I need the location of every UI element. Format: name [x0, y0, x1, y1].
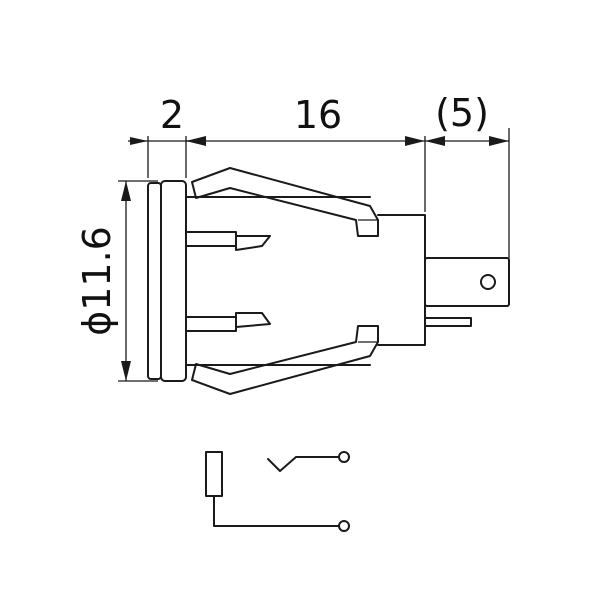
dim-diameter: ϕ11.6 [75, 181, 131, 381]
extension-lines [118, 128, 510, 382]
dim-body-length: 16 [186, 93, 425, 146]
dim-flange-thickness: 2 [128, 93, 205, 145]
schematic-contact-block [205, 451, 223, 497]
schematic-switch-line [267, 456, 339, 472]
dim-label-terminal: (5) [435, 91, 489, 135]
lower-spring-clip [191, 325, 379, 395]
upper-contact-pin [185, 231, 271, 251]
schematic-symbol [205, 451, 350, 532]
dim-label-body: 16 [294, 93, 342, 137]
dim-label-diameter: ϕ11.6 [75, 226, 119, 336]
schematic-ground-line [213, 495, 339, 527]
lower-contact-pin [185, 312, 271, 332]
front-flange [147, 180, 187, 382]
terminal-hole [480, 274, 496, 290]
dim-label-flange: 2 [160, 93, 184, 137]
rear-terminal [424, 257, 510, 327]
schematic-terminal-upper [338, 451, 350, 463]
dim-terminal-length: (5) [425, 91, 509, 146]
upper-spring-clip [191, 167, 379, 237]
body-housing [185, 196, 426, 366]
schematic-terminal-lower [338, 520, 350, 532]
